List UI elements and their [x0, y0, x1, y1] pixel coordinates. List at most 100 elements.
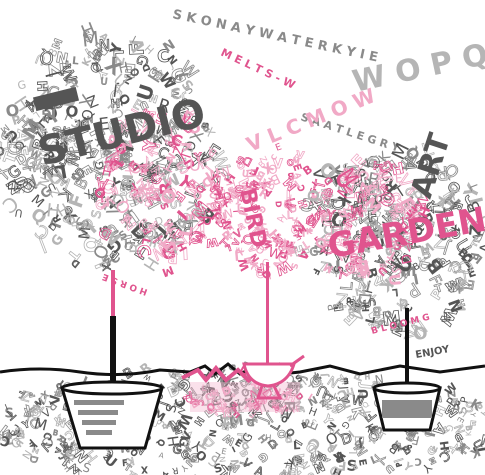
letter-glyph: Q [305, 471, 317, 475]
letter-glyph: C [131, 242, 154, 260]
letter-glyph: P [62, 207, 72, 226]
letter-glyph: B [182, 217, 194, 237]
letter-glyph: U [133, 129, 144, 142]
letter-glyph: A [165, 126, 176, 139]
letter-glyph: N [25, 115, 35, 128]
letter-glyph: G [261, 226, 270, 237]
letter-glyph: U [185, 116, 204, 138]
letter-glyph: L [91, 60, 99, 75]
letter-glyph: L [210, 206, 224, 214]
letter-glyph: I [117, 233, 134, 242]
letter-glyph: E [118, 145, 132, 166]
right-flower-pot [372, 381, 442, 432]
letter-glyph: Z [45, 62, 69, 78]
letter-glyph: U [189, 155, 202, 174]
letter-glyph: J [100, 191, 105, 203]
letter-glyph: J [163, 133, 175, 140]
letter-glyph: D [27, 454, 39, 464]
letter-glyph: F [125, 42, 149, 56]
letter-glyph: M [174, 99, 197, 119]
letter-glyph: J [116, 144, 126, 157]
letter-glyph: W [83, 114, 96, 127]
letter-glyph: D [219, 187, 225, 196]
letter-glyph: E [184, 213, 197, 221]
letter-glyph: E [36, 165, 51, 174]
letter-glyph: R [125, 241, 145, 253]
letter-glyph: G [447, 277, 461, 294]
letter-glyph: O [160, 241, 176, 253]
letter-glyph: R [109, 184, 119, 197]
letter-glyph: N [243, 255, 255, 265]
letter-glyph: D [154, 215, 166, 228]
letter-glyph: W [290, 453, 306, 468]
letter-glyph: S [158, 202, 170, 211]
letter-glyph: G [159, 242, 177, 265]
letter-glyph: B [464, 425, 474, 431]
letter-glyph: J [167, 60, 175, 72]
letter-glyph: K [182, 198, 204, 214]
letter-glyph: W [24, 120, 42, 136]
letter-glyph: U [241, 169, 249, 180]
letter-glyph: Y [115, 138, 141, 159]
letter-glyph: C [109, 153, 121, 162]
letter-glyph: G [16, 78, 27, 93]
letter-glyph: P [407, 443, 413, 452]
letter-glyph: X [186, 128, 207, 144]
letter-glyph: B [167, 249, 178, 265]
letter-glyph: M [110, 121, 128, 140]
letter-glyph: E [394, 171, 403, 186]
letter-glyph: J [42, 69, 64, 81]
letter-glyph: C [170, 86, 183, 104]
letter-glyph: X [124, 205, 134, 217]
letter-glyph: O [97, 178, 120, 196]
letter-glyph: Q [14, 426, 23, 438]
letter-glyph: G [49, 232, 67, 249]
letter-glyph: U [54, 138, 70, 160]
letter-glyph: K [158, 238, 170, 247]
letter-glyph: Q [181, 139, 198, 153]
letter-glyph: J [99, 172, 111, 177]
letter-glyph: O [65, 101, 80, 120]
letter-glyph: S [0, 128, 15, 142]
letter-glyph: M [0, 121, 11, 135]
letter-glyph: A [167, 228, 180, 246]
letter-glyph: Z [334, 288, 348, 310]
letter-glyph: I [72, 220, 86, 226]
letter-glyph: A [48, 154, 60, 163]
letter-glyph: P [166, 219, 179, 226]
letter-glyph: D [118, 176, 141, 193]
letter-glyph: G [172, 442, 182, 457]
letter-glyph: Z [154, 189, 177, 203]
letter-glyph: M [155, 122, 169, 138]
letter-glyph: M [81, 27, 100, 52]
letter-glyph: U [108, 229, 121, 240]
letter-glyph: J [320, 373, 330, 377]
letter-glyph: B [106, 133, 125, 146]
letter-glyph: X [187, 151, 208, 167]
letter-glyph: R [155, 180, 177, 196]
letter-glyph: S [192, 199, 204, 210]
letter-glyph: S [176, 211, 194, 223]
letter-glyph: M [55, 124, 79, 145]
letter-glyph: W [205, 235, 219, 250]
letter-glyph: M [138, 166, 162, 187]
letter-glyph: S [39, 114, 52, 124]
letter-glyph: W [250, 180, 264, 193]
letter-glyph: X [152, 230, 164, 244]
letter-glyph: W [115, 149, 140, 171]
letter-glyph: R [340, 263, 362, 278]
letter-glyph: U [32, 145, 51, 162]
letter-glyph: T [63, 58, 70, 69]
letter-glyph: E [123, 59, 137, 81]
letter-glyph: W [61, 147, 84, 168]
letter-glyph: M [160, 263, 176, 280]
letter-glyph: G [11, 184, 27, 195]
letter-glyph: D [6, 180, 23, 192]
letter-glyph: M [75, 226, 94, 241]
letter-glyph: H [146, 156, 161, 178]
letter-glyph: N [98, 36, 110, 55]
letter-glyph: N [140, 167, 147, 178]
letter-glyph: L [71, 55, 79, 68]
letter-glyph: E [74, 117, 84, 129]
